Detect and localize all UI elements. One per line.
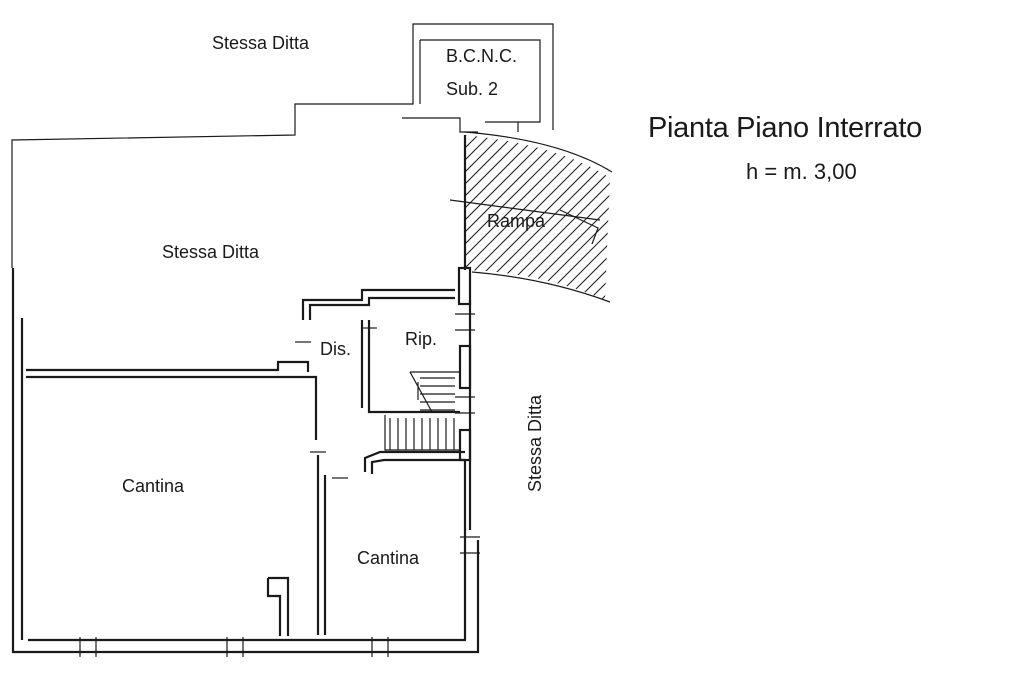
label-bcnc: B.C.N.C. (446, 46, 517, 66)
plan-title: Pianta Piano Interrato (648, 112, 922, 144)
drawing-line (465, 135, 484, 300)
drawing-line (492, 135, 610, 300)
label-sub: Sub. 2 (446, 79, 498, 99)
label-cantina-right: Cantina (357, 548, 420, 568)
label-dis: Dis. (320, 339, 351, 359)
drawing-line (465, 135, 496, 300)
drawing-line (465, 135, 544, 300)
drawing-line (465, 135, 592, 300)
drawing-line (516, 135, 610, 300)
drawing-line (540, 135, 610, 300)
label-stessa-ditta-side: Stessa Ditta (525, 394, 545, 492)
label-stessa-ditta-top: Stessa Ditta (212, 33, 310, 53)
drawing-line (465, 135, 532, 300)
drawing-line (465, 135, 520, 300)
drawing-line (564, 135, 610, 300)
drawing-line (465, 135, 568, 300)
label-rampa: Rampa (487, 211, 546, 231)
drawing-line (289, 130, 459, 300)
label-stessa-ditta-main: Stessa Ditta (162, 242, 260, 262)
drawing-line (465, 135, 580, 300)
drawing-line (576, 135, 610, 300)
drawing-line (465, 135, 508, 300)
main-walls (11, 135, 480, 654)
drawing-line (528, 135, 610, 300)
drawing-line (468, 135, 610, 300)
label-rip: Rip. (405, 329, 437, 349)
plan-height: h = m. 3,00 (746, 159, 857, 184)
drawing-line (465, 135, 472, 300)
drawing-line (465, 135, 556, 300)
drawing-line (504, 135, 610, 300)
plan-title-block: Pianta Piano Interrato h = m. 3,00 (648, 112, 968, 185)
drawing-line (409, 371, 433, 413)
drawing-line (277, 130, 447, 300)
label-cantina-left: Cantina (122, 476, 185, 496)
drawing-line (552, 135, 610, 300)
staircase (384, 371, 460, 451)
openings (79, 313, 480, 657)
drawing-line (265, 130, 435, 300)
